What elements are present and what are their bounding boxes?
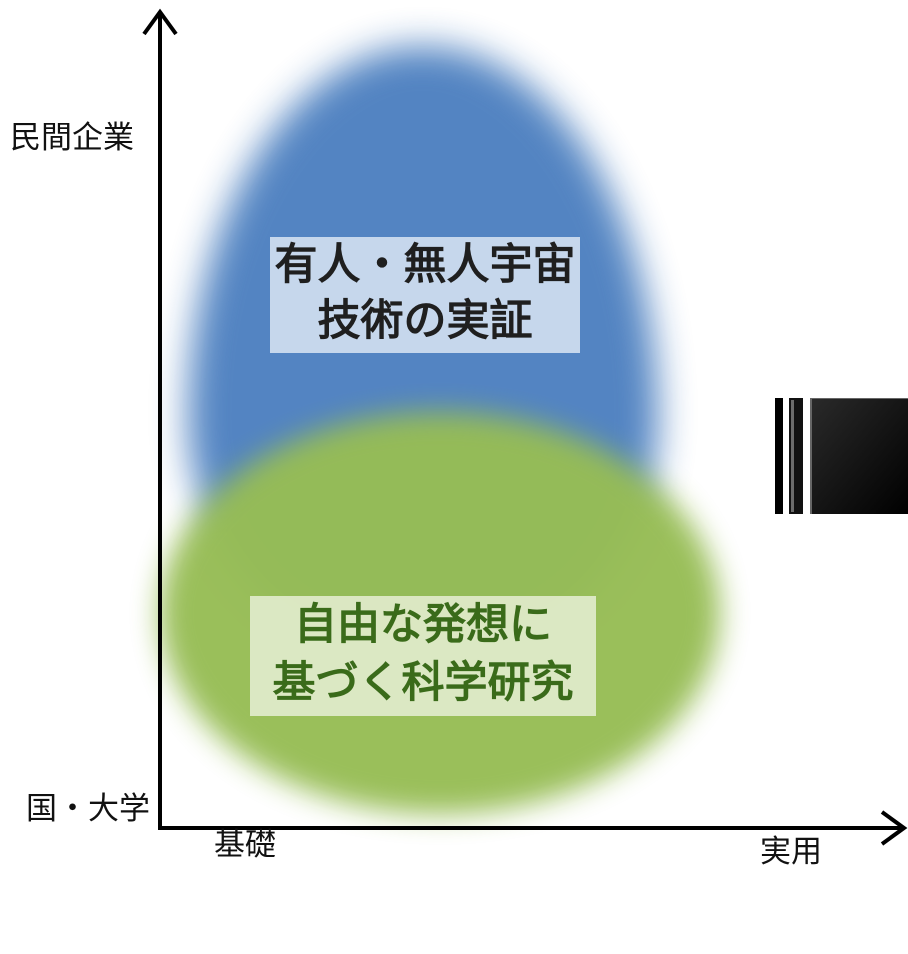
blue-label-line-2: 技術の実証 xyxy=(317,296,533,346)
y-axis-bottom-label: 国・大学 xyxy=(26,791,150,827)
blue-label-line-1: 有人・無人宇宙 xyxy=(274,240,576,290)
cropped-black-shape xyxy=(775,398,908,514)
y-axis-arrowhead xyxy=(142,8,178,36)
blue-region-label: 有人・無人宇宙 技術の実証 xyxy=(270,237,580,353)
green-label-line-1: 自由な発想に xyxy=(294,600,552,650)
green-label-line-2: 基づく科学研究 xyxy=(272,658,574,708)
y-axis-top-label: 民間企業 xyxy=(10,120,134,156)
x-axis-left-label: 基礎 xyxy=(214,827,276,863)
x-axis-arrowhead xyxy=(880,810,908,846)
x-axis-right-label: 実用 xyxy=(760,834,822,870)
green-region-label: 自由な発想に 基づく科学研究 xyxy=(250,596,596,716)
